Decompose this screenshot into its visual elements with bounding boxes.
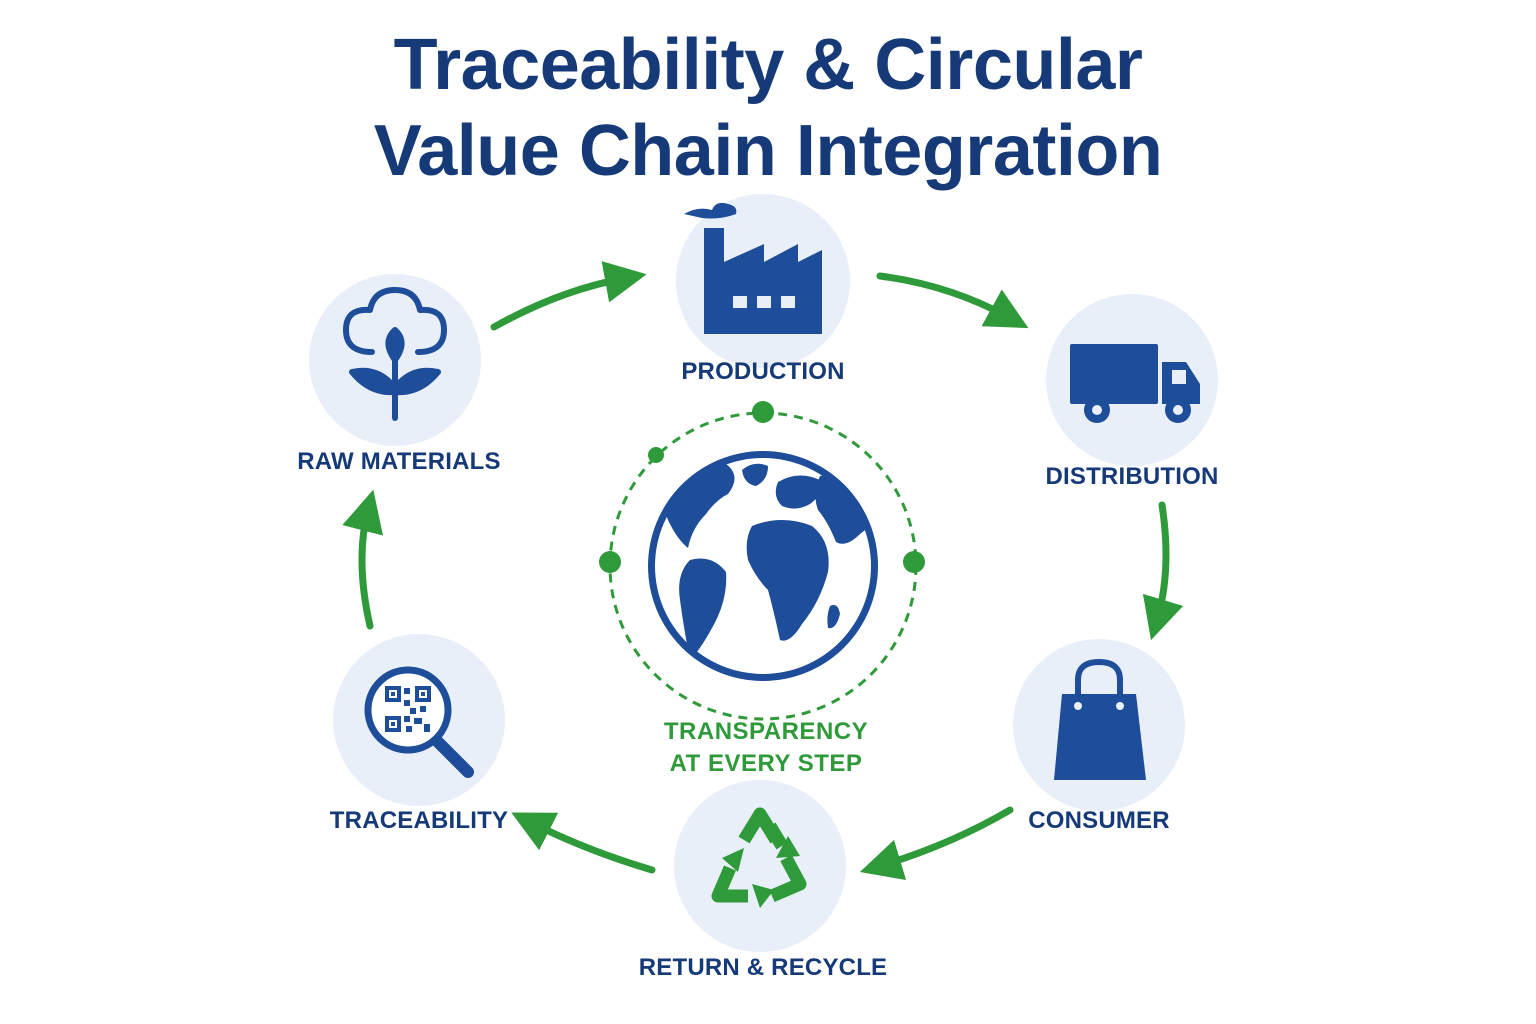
cotton-plant-icon — [343, 287, 447, 421]
stage-label-production: PRODUCTION — [681, 358, 845, 385]
center-caption-line-2: AT EVERY STEP — [669, 750, 863, 777]
arrow-consumer-to-recycle — [859, 806, 1014, 881]
arrow-distribution-to-consumer — [1142, 501, 1184, 641]
arrow-raw-to-production — [490, 261, 647, 331]
globe-icon — [648, 451, 878, 681]
ring-dot-right — [903, 551, 925, 573]
center-caption-line-1: TRANSPARENCY — [663, 718, 869, 745]
qr-magnifier-icon — [364, 666, 474, 778]
stage-label-return-recycle: RETURN & RECYCLE — [638, 954, 888, 981]
cycle-arrows — [342, 261, 1184, 881]
shopping-bag-icon — [1054, 658, 1146, 780]
stage-label-raw-materials: RAW MATERIALS — [297, 448, 501, 475]
recycle-arrowheads — [722, 836, 800, 908]
factory-icon — [684, 202, 822, 334]
stage-label-distribution: DISTRIBUTION — [1045, 463, 1219, 490]
center-caption: TRANSPARENCY AT EVERY STEP — [566, 716, 966, 780]
stage-label-consumer: CONSUMER — [1028, 807, 1170, 834]
recycle-icon — [711, 807, 807, 903]
transparency-ring — [599, 401, 925, 721]
diagram-title: Traceability & Circular Value Chain Inte… — [0, 22, 1536, 194]
stage-label-traceability: TRACEABILITY — [329, 807, 509, 834]
ring-dot-left — [599, 551, 621, 573]
ring-dot-top — [752, 401, 774, 423]
arrow-recycle-to-traceability — [511, 812, 656, 874]
return-recycle-circle — [674, 780, 846, 952]
title-line-2: Value Chain Integration — [373, 111, 1163, 191]
ring-dot-upper-left — [648, 447, 664, 463]
title-line-1: Traceability & Circular — [393, 25, 1143, 105]
arrow-production-to-distribution — [876, 272, 1029, 329]
arrow-traceability-to-raw — [342, 489, 384, 630]
truck-icon — [1070, 344, 1200, 423]
